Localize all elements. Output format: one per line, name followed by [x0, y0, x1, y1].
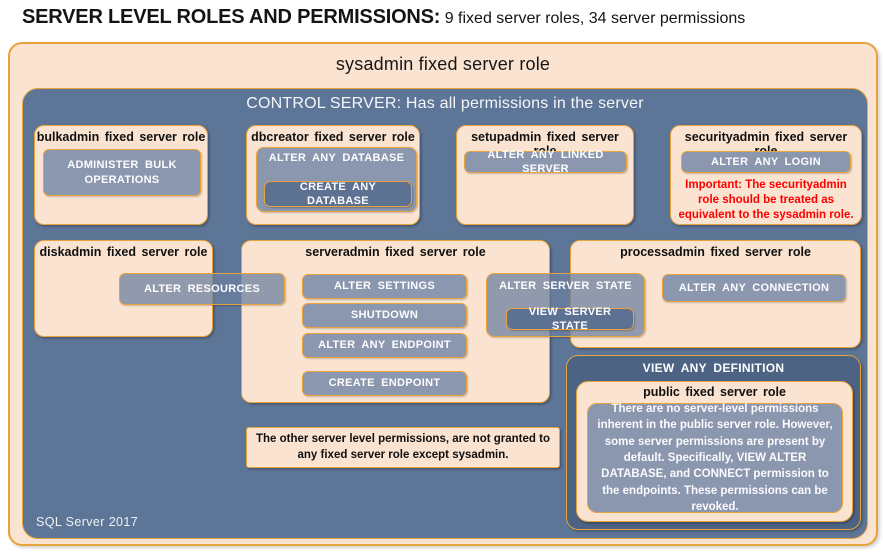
administer-bulk-operations-permission: ADMINISTER BULK OPERATIONS [43, 149, 201, 196]
bulkadmin-role-title: bulkadmin fixed server role [36, 130, 206, 144]
alter-resources-permission: ALTER RESOURCES [119, 273, 285, 305]
serveradmin-role-card: serveradmin fixed server role ALTER SETT… [241, 240, 550, 403]
page-title-bold: SERVER LEVEL ROLES AND PERMISSIONS: [22, 6, 441, 28]
bulkadmin-role-card: bulkadmin fixed server role ADMINISTER B… [34, 125, 208, 225]
securityadmin-role-card: securityadmin fixed server role ALTER AN… [670, 125, 862, 225]
alter-server-state-permission: ALTER SERVER STATE VIEW SERVER STATE [486, 273, 645, 337]
public-role-card: public fixed server role There are no se… [576, 381, 853, 522]
alter-any-database-permission: ALTER ANY DATABASE CREATE ANY DATABASE [256, 147, 417, 212]
diskadmin-role-title: diskadmin fixed server role [39, 245, 208, 259]
public-role-description: There are no server-level permissions in… [587, 403, 843, 513]
shutdown-permission: SHUTDOWN [302, 303, 467, 328]
view-server-state-permission: VIEW SERVER STATE [506, 306, 634, 332]
alter-any-database-label: ALTER ANY DATABASE [268, 152, 405, 164]
alter-any-login-permission: ALTER ANY LOGIN [681, 151, 851, 173]
sysadmin-role-title: sysadmin fixed server role [335, 54, 551, 74]
sysadmin-role-container: sysadmin fixed server role CONTROL SERVE… [8, 42, 878, 546]
alter-any-connection-permission: ALTER ANY CONNECTION [662, 274, 846, 302]
page-title-subtitle: 9 fixed server roles, 34 server permissi… [440, 10, 746, 27]
dbcreator-role-title: dbcreator fixed server role [251, 130, 415, 144]
page-title: SERVER LEVEL ROLES AND PERMISSIONS: 9 fi… [22, 6, 745, 29]
securityadmin-warning-text: Important: The securityadmin role should… [678, 179, 854, 221]
public-role-title: public fixed server role [643, 385, 786, 399]
alter-any-linked-server-permission: ALTER ANY LINKED SERVER [464, 149, 627, 175]
processadmin-role-title: processadmin fixed server role [620, 245, 811, 259]
serveradmin-role-title: serveradmin fixed server role [305, 245, 486, 259]
control-server-panel: CONTROL SERVER: Has all permissions in t… [22, 88, 868, 539]
alter-server-state-label: ALTER SERVER STATE [499, 280, 632, 292]
view-any-definition-label: VIEW ANY DEFINITION [642, 361, 785, 375]
create-endpoint-permission: CREATE ENDPOINT [302, 371, 467, 396]
setupadmin-role-card: setupadmin fixed server role ALTER ANY L… [456, 125, 634, 225]
dbcreator-role-card: dbcreator fixed server role ALTER ANY DA… [246, 125, 420, 225]
create-any-database-permission: CREATE ANY DATABASE [264, 181, 412, 207]
alter-settings-permission: ALTER SETTINGS [302, 274, 467, 299]
control-server-title: CONTROL SERVER: Has all permissions in t… [246, 95, 644, 112]
other-permissions-note: The other server level permissions, are … [246, 427, 560, 468]
sql-server-version-label: SQL Server 2017 [36, 515, 139, 529]
view-any-definition-permission: VIEW ANY DEFINITION public fixed server … [566, 355, 861, 530]
alter-any-endpoint-permission: ALTER ANY ENDPOINT [302, 333, 467, 358]
